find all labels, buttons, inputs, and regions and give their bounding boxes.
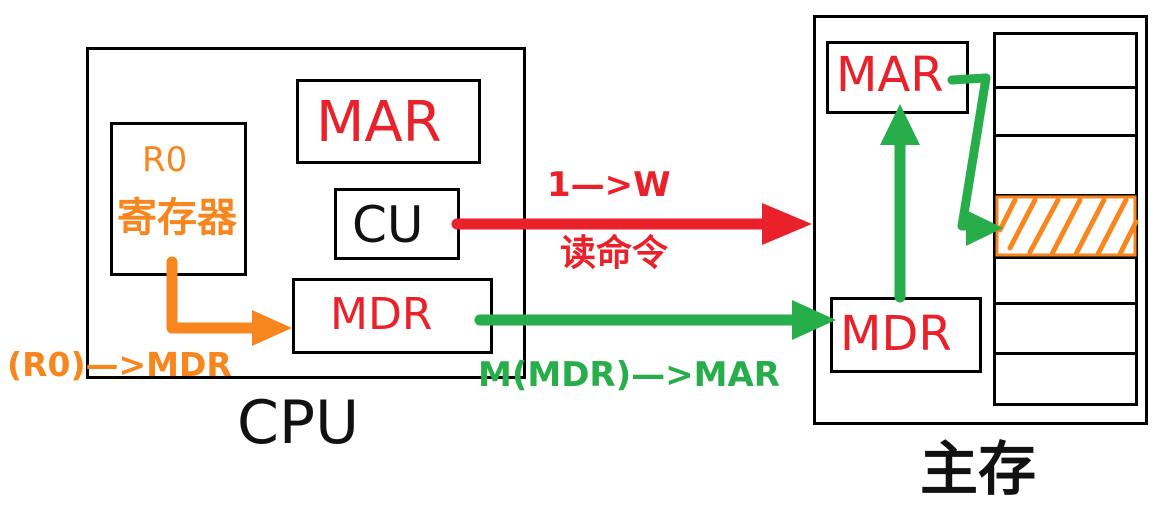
cpu-mar-box — [296, 79, 481, 164]
cu-label: CU — [352, 196, 424, 254]
cpu-box — [86, 47, 526, 379]
memory-cell-divider — [996, 134, 1135, 137]
r0-label: R0 — [142, 140, 188, 180]
read-command-label: 读命令 — [560, 233, 669, 274]
write-signal-label: 1—>W — [547, 165, 671, 205]
cpu-title: CPU — [237, 388, 359, 458]
cpu-mar-label: MAR — [316, 90, 442, 155]
memory-cell-divider — [996, 302, 1135, 305]
memory-cell-divider — [996, 86, 1135, 89]
main-memory-title: 主存 — [920, 435, 1037, 503]
cpu-mdr-label: MDR — [330, 289, 433, 340]
memory-mdr-label: MDR — [840, 306, 952, 362]
memory-mar-label: MAR — [836, 47, 944, 103]
memory-cell-divider — [996, 352, 1135, 355]
mdr-to-mar-label: M(MDR)—>MAR — [478, 355, 780, 395]
r0-register-label: 寄存器 — [117, 195, 237, 241]
memory-cell-divider — [996, 256, 1135, 259]
main-memory-box — [813, 15, 1148, 425]
r0-to-mdr-label: (R0)—>MDR — [7, 345, 232, 384]
cpu-mdr-to-memory-mdr-arrow — [474, 300, 836, 340]
memory-cell-divider — [996, 194, 1135, 197]
